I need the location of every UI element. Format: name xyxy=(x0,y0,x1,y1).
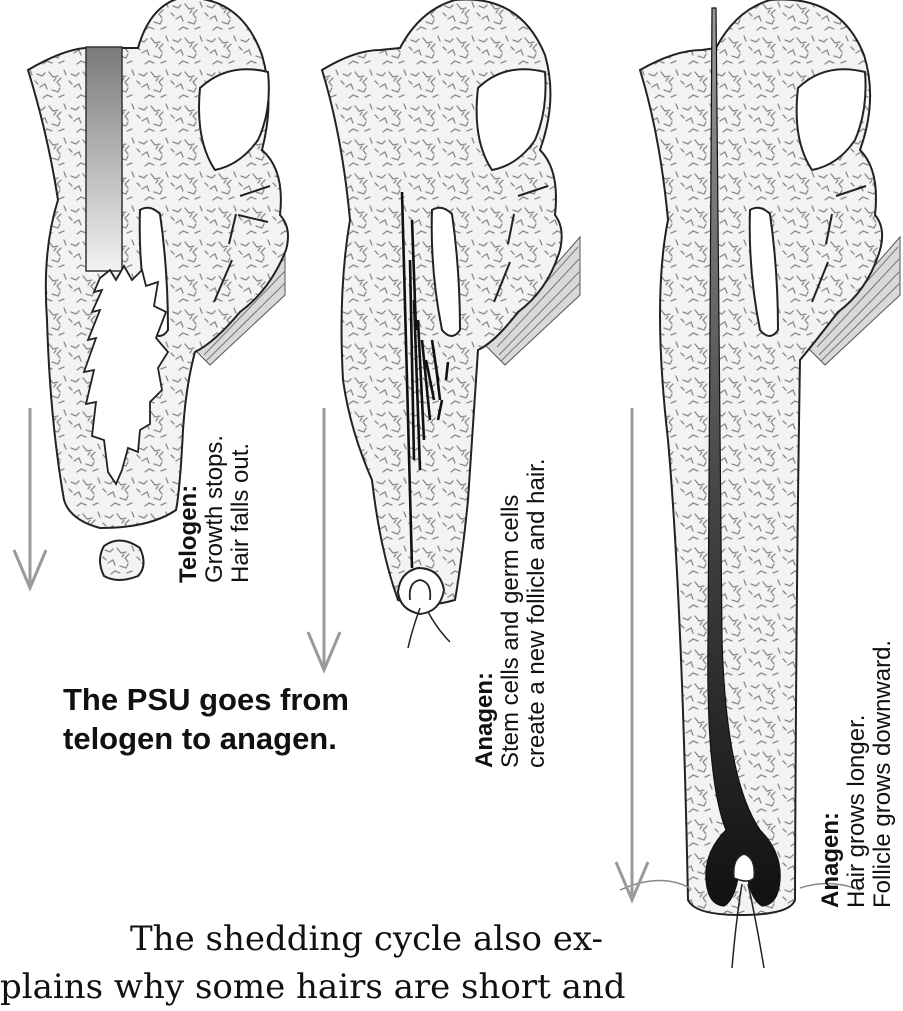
body-line2: plains why some hairs are short and xyxy=(0,963,610,1011)
figure-caption: The PSU goes from telogen to anagen. xyxy=(63,680,349,758)
body-paragraph: The shedding cycle also ex- plains why s… xyxy=(0,915,610,1011)
psu-cycle-diagram xyxy=(0,0,903,968)
phase-desc-line1: Growth stops. xyxy=(202,435,228,583)
anagen-growth-label: Anagen: Hair grows longer. Follicle grow… xyxy=(818,640,896,908)
telogen-label: Telogen: Growth stops. Hair falls out. xyxy=(176,435,254,583)
phase-desc-line2: Follicle grows downward. xyxy=(870,640,896,908)
caption-line2: telogen to anagen. xyxy=(63,719,349,758)
phase-desc-line1: Stem cells and germ cells xyxy=(498,458,524,768)
phase-title: Anagen: xyxy=(472,458,498,768)
downward-arrow xyxy=(616,408,648,900)
caption-line1: The PSU goes from xyxy=(63,680,349,719)
downward-arrow xyxy=(14,408,46,588)
downward-arrow xyxy=(308,408,340,670)
phase-title: Anagen: xyxy=(818,640,844,908)
phase-desc-line2: create a new follicle and hair. xyxy=(524,458,550,768)
phase-desc-line1: Hair grows longer. xyxy=(844,640,870,908)
phase-title: Telogen: xyxy=(176,435,202,583)
anagen-new-follicle-label: Anagen: Stem cells and germ cells create… xyxy=(472,458,550,768)
phase-desc-line2: Hair falls out. xyxy=(228,435,254,583)
body-line1: The shedding cycle also ex- xyxy=(0,915,610,963)
